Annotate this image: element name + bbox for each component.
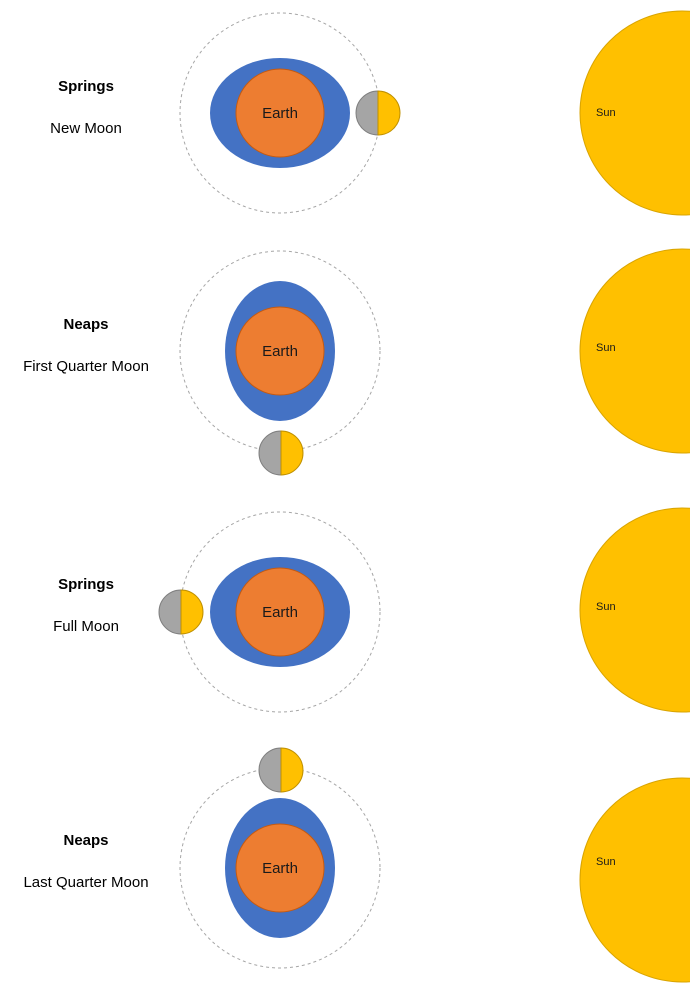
moon-phase-label: Last Quarter Moon	[23, 874, 148, 891]
earth	[235, 306, 325, 396]
sun-label: Sun	[596, 856, 616, 868]
tide-label: Neaps	[63, 832, 108, 849]
tide-label: Springs	[58, 78, 114, 95]
panel-springs-full-moon: Springs Full Moon Earth Sun	[53, 507, 690, 713]
moon-lit-half	[280, 430, 304, 476]
earth-label: Earth	[262, 604, 298, 621]
panel-springs-new-moon: Springs New Moon Earth Sun	[50, 10, 690, 216]
moon	[355, 90, 401, 136]
moon-phase-label: New Moon	[50, 120, 122, 137]
panel-neaps-last-quarter-moon: Neaps Last Quarter Moon Earth Sun	[23, 747, 690, 983]
sun	[579, 10, 690, 216]
sun-label: Sun	[596, 342, 616, 354]
earth	[235, 68, 325, 158]
moon	[258, 747, 304, 793]
earth-label: Earth	[262, 343, 298, 360]
sun	[579, 248, 690, 454]
earth-label: Earth	[262, 860, 298, 877]
moon-lit-half	[180, 589, 204, 635]
moon-lit-half	[280, 747, 304, 793]
moon-dark-half	[258, 430, 282, 476]
sun	[579, 507, 690, 713]
moon-dark-half	[355, 90, 379, 136]
moon-lit-half	[377, 90, 401, 136]
tide-label: Springs	[58, 576, 114, 593]
moon-dark-half	[158, 589, 182, 635]
panel-neaps-first-quarter-moon: Neaps First Quarter Moon Earth Sun	[23, 248, 690, 476]
sun-label: Sun	[596, 601, 616, 613]
moon	[258, 430, 304, 476]
moon-phase-label: First Quarter Moon	[23, 358, 149, 375]
earth	[235, 823, 325, 913]
earth	[235, 567, 325, 657]
moon-dark-half	[258, 747, 282, 793]
sun-label: Sun	[596, 107, 616, 119]
moon-phase-label: Full Moon	[53, 618, 119, 635]
tide-label: Neaps	[63, 316, 108, 333]
moon	[158, 589, 204, 635]
sun	[579, 777, 690, 983]
earth-label: Earth	[262, 105, 298, 122]
